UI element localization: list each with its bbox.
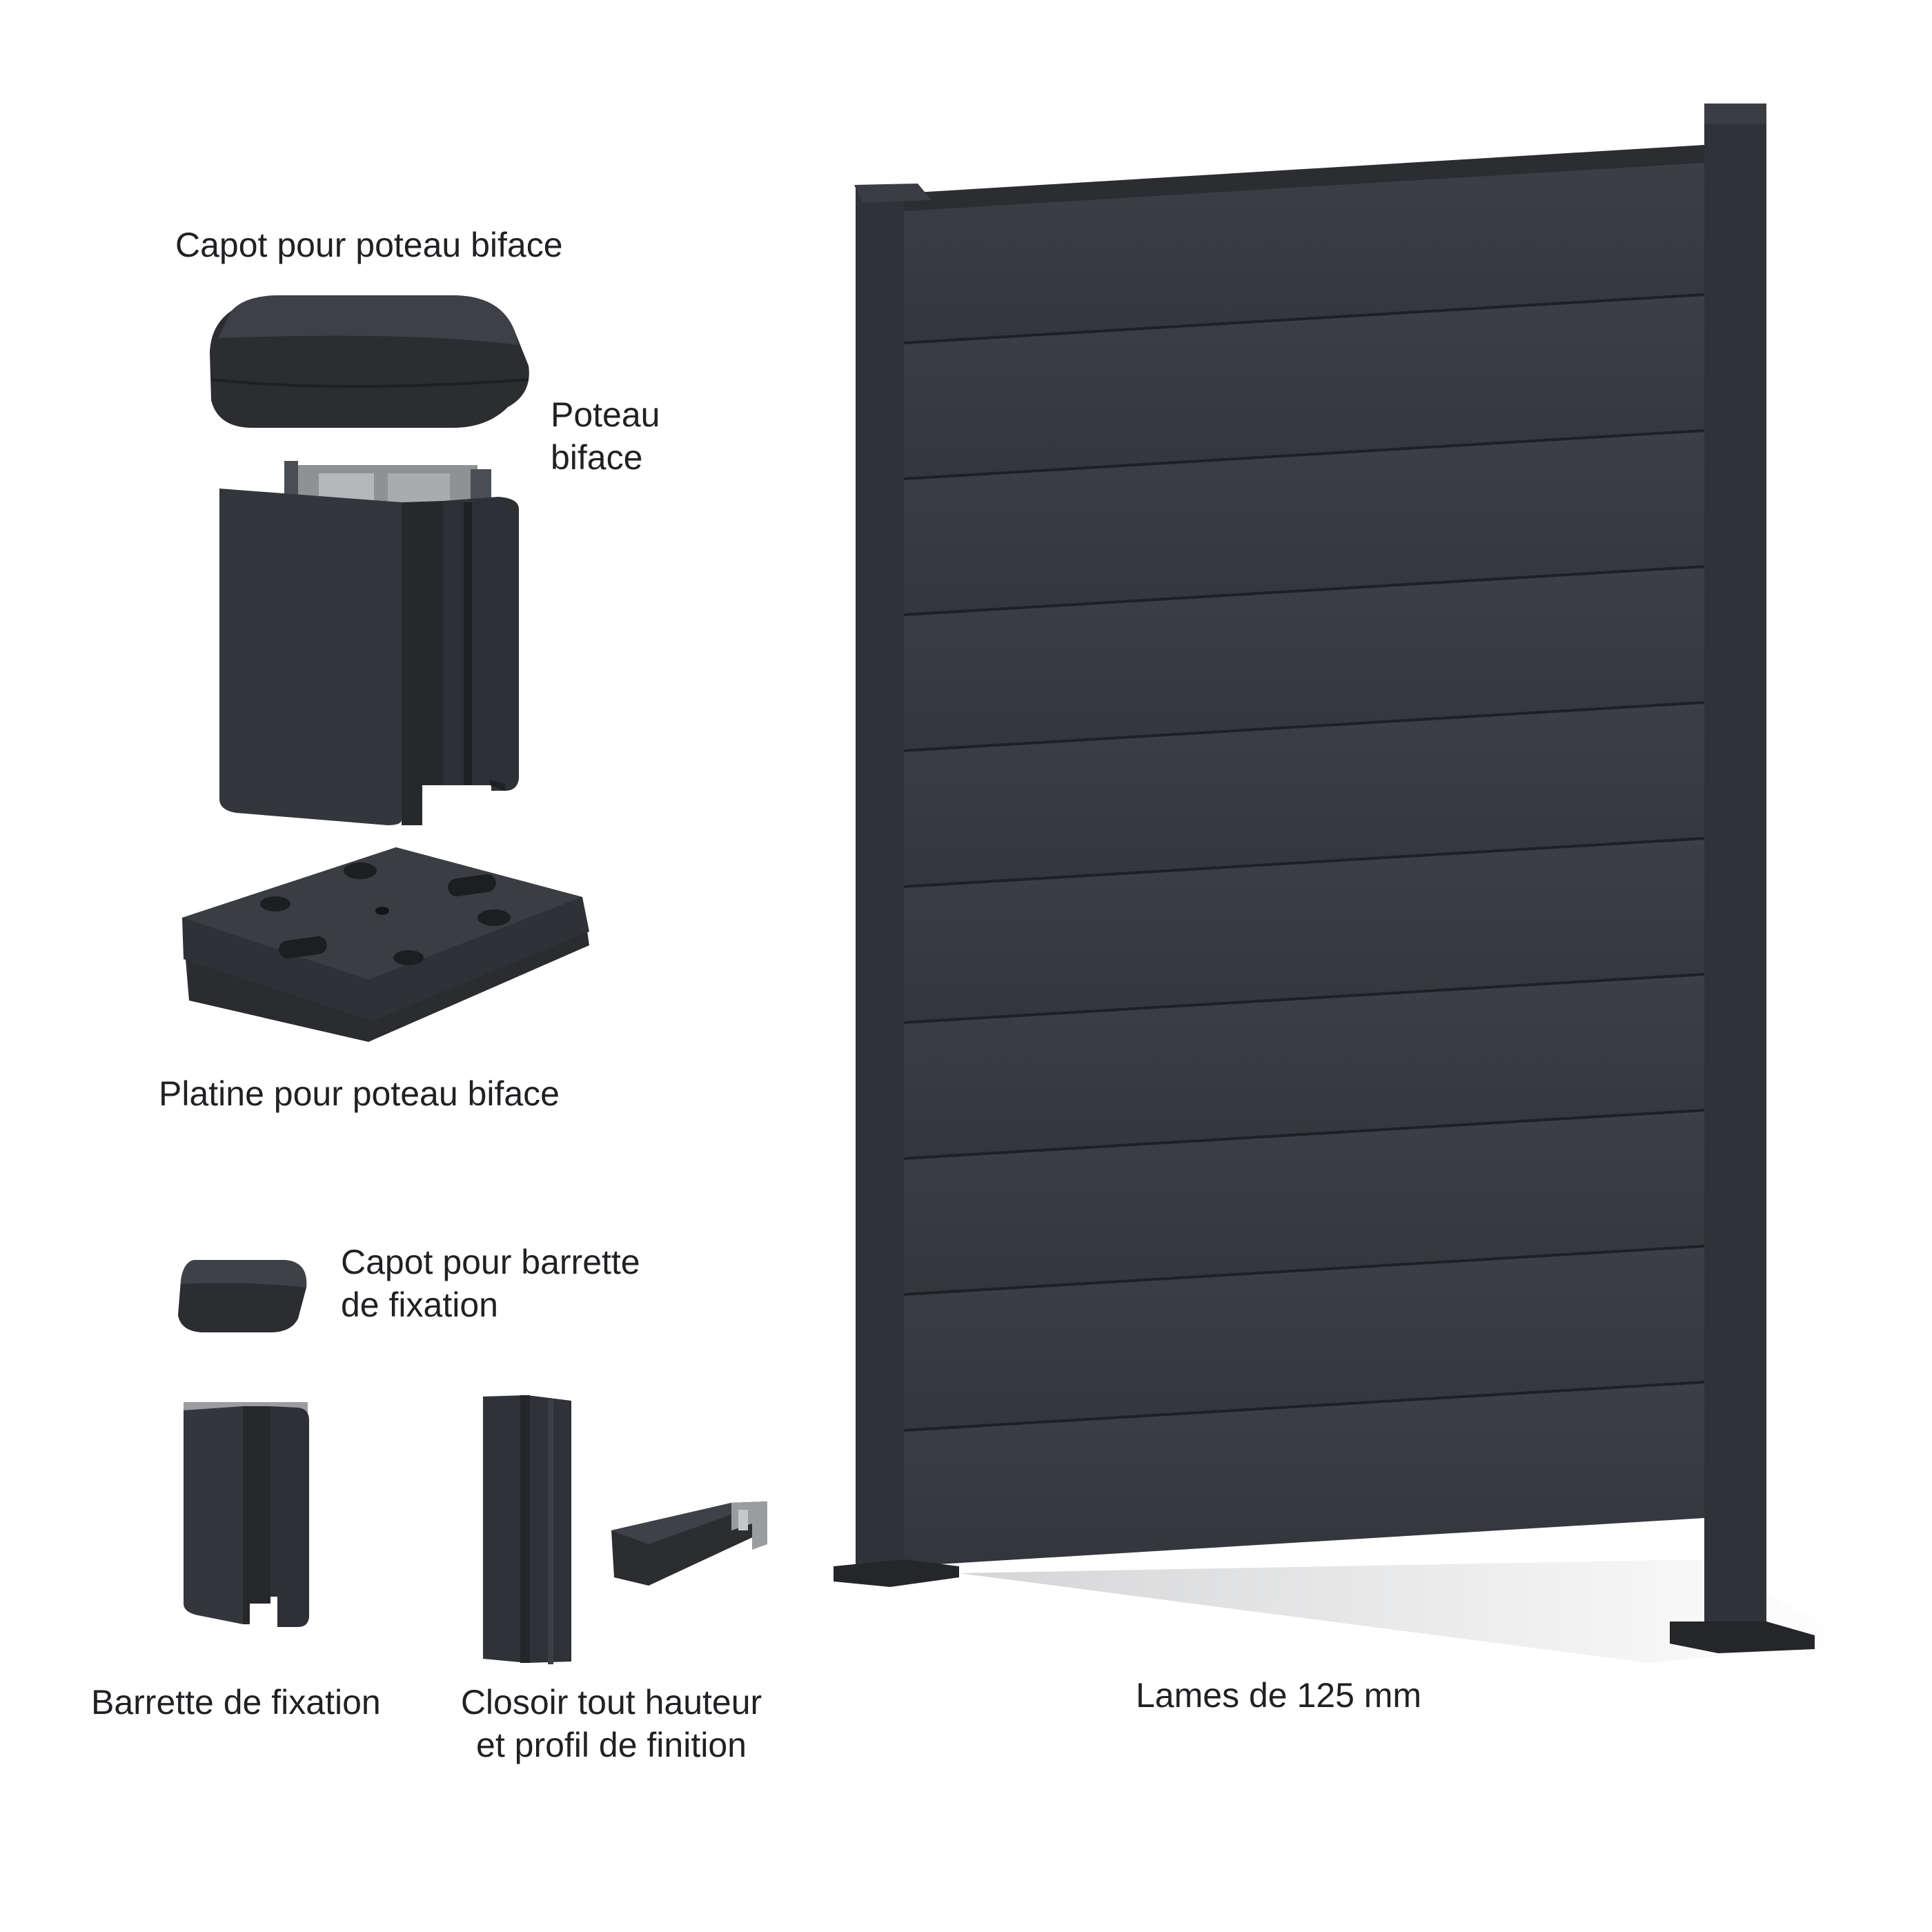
fence-slat xyxy=(904,1246,1704,1430)
fence-slat-joint xyxy=(903,1245,1705,1296)
fence-slat xyxy=(904,566,1704,751)
fence-slats xyxy=(903,145,1705,1566)
lames-label: Lames de 125 mm xyxy=(1136,1676,1422,1715)
capot-poteau-label: Capot pour poteau biface xyxy=(175,226,563,264)
fence-panel-image xyxy=(821,90,1856,1704)
fence-slat xyxy=(904,159,1704,343)
fence-top-rail xyxy=(904,145,1704,211)
profil-finition-image xyxy=(607,1496,773,1593)
fence-slat xyxy=(904,974,1704,1159)
fence-slat xyxy=(904,702,1704,887)
platine-label: Platine pour poteau biface xyxy=(159,1074,560,1113)
capot-poteau-image xyxy=(204,290,535,435)
poteau-biface-image xyxy=(215,461,526,827)
closoir-label: Closoir tout hauteur et profil de finiti… xyxy=(453,1681,770,1766)
closoir-image xyxy=(479,1391,575,1667)
barrette-label: Barrette de fixation xyxy=(91,1683,381,1722)
poteau-biface-label: Poteau biface xyxy=(551,393,660,479)
fence-slat-joint xyxy=(903,565,1705,616)
fence-slat xyxy=(904,295,1704,479)
capot-barrette-image xyxy=(174,1253,312,1336)
closoir-label-line1: Closoir tout hauteur xyxy=(460,1683,762,1722)
fence-slat xyxy=(904,838,1704,1023)
capot-barrette-label-line1: Capot pour barrette xyxy=(341,1243,640,1281)
closoir-label-line2: et profil de finition xyxy=(476,1726,747,1764)
fence-slat xyxy=(904,1382,1704,1566)
fence-slat xyxy=(904,431,1704,615)
fence-slat-joint xyxy=(903,837,1705,888)
capot-barrette-label-line2: de fixation xyxy=(341,1285,498,1324)
fence-slat-joint xyxy=(903,1381,1705,1432)
fence-slat-joint xyxy=(903,293,1705,344)
fence-slat-joint xyxy=(903,701,1705,752)
poteau-biface-label-line2: biface xyxy=(551,438,643,477)
fence-slat-joint xyxy=(903,429,1705,480)
fence-slat-joint xyxy=(903,1109,1705,1160)
capot-barrette-label: Capot pour barrette de fixation xyxy=(341,1241,640,1326)
fence-slat-joint xyxy=(903,973,1705,1024)
barrette-image xyxy=(174,1397,319,1631)
fence-slat xyxy=(904,1110,1704,1294)
poteau-biface-label-line1: Poteau xyxy=(551,395,660,434)
platine-image xyxy=(175,842,589,1049)
